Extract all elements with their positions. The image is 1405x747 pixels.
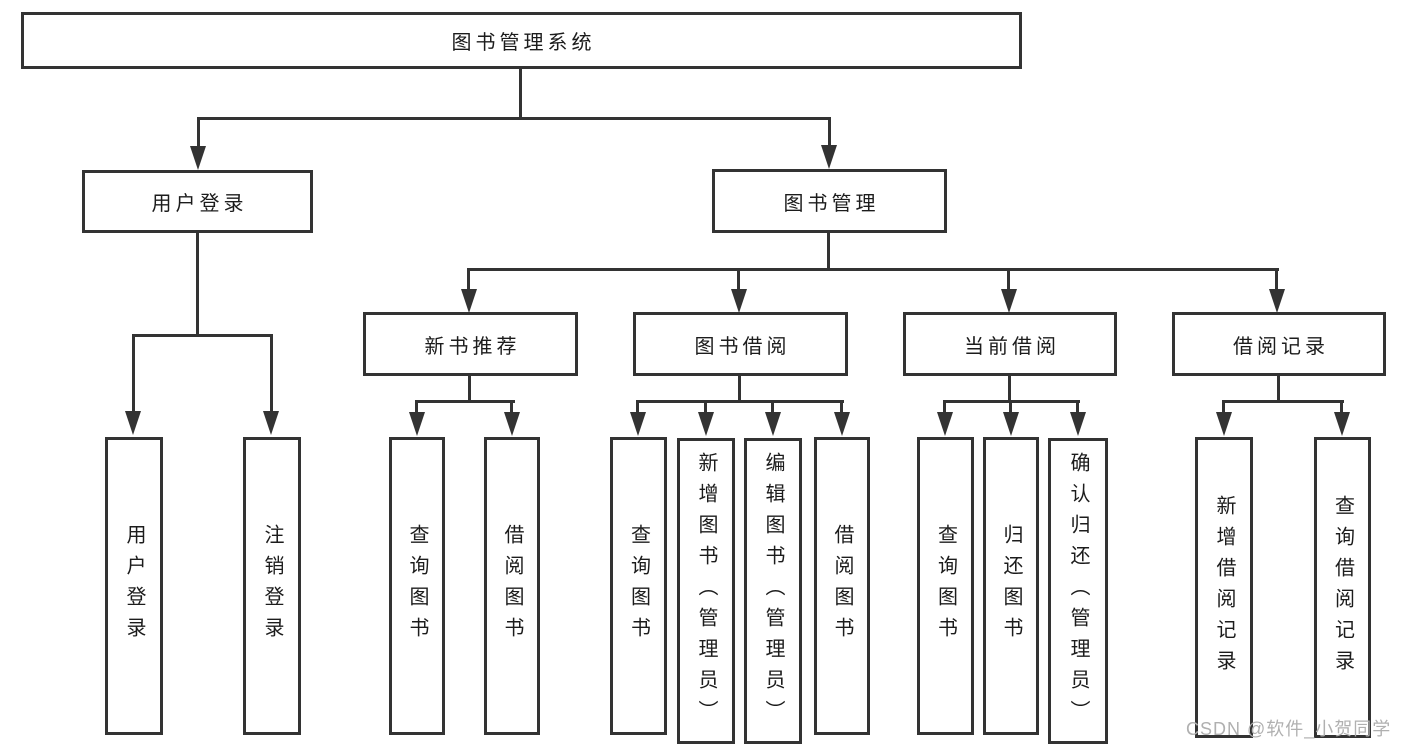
arrow-down-icon xyxy=(1269,289,1285,313)
connector-drop-leaf xyxy=(636,400,639,414)
leaf-bb-query-books-label: 查询图书 xyxy=(627,524,650,648)
arrow-down-icon xyxy=(409,412,425,436)
connector-book-borrow-bus xyxy=(636,400,844,403)
leaf-cb-query-books-label: 查询图书 xyxy=(934,524,957,648)
connector-drop-leaf xyxy=(415,400,418,414)
node-current-borrow-label: 当前借阅 xyxy=(964,335,1060,358)
connector-drop-leaf xyxy=(1009,400,1012,414)
arrow-down-icon xyxy=(1334,412,1350,436)
arrow-down-icon xyxy=(263,411,279,435)
node-root-label: 图书管理系统 xyxy=(451,32,596,54)
arrow-down-icon xyxy=(504,412,520,436)
connector-drop-leaf xyxy=(943,400,946,414)
connector-book-management-trunk xyxy=(827,233,830,271)
leaf-br-add-record-label: 新增借阅记录 xyxy=(1213,494,1235,681)
node-user-login: 用户登录 xyxy=(82,170,313,233)
leaf-logout: 注销登录 xyxy=(243,437,301,735)
leaf-nb-query-books-label: 查询图书 xyxy=(406,524,428,648)
leaf-bb-edit-books-admin: 编辑图书（管理员） xyxy=(744,438,802,744)
arrow-down-icon xyxy=(731,289,747,313)
leaf-cb-return-books-label: 归还图书 xyxy=(1000,524,1022,648)
leaf-cb-return-books: 归还图书 xyxy=(983,437,1039,735)
connector-book-borrow-trunk xyxy=(738,375,741,403)
arrow-down-icon xyxy=(1003,412,1019,436)
connector-drop-leaf xyxy=(704,400,707,414)
arrow-down-icon xyxy=(1001,289,1017,313)
node-user-login-label: 用户登录 xyxy=(151,193,248,215)
arrow-down-icon xyxy=(698,412,714,436)
leaf-nb-borrow-books: 借阅图书 xyxy=(484,437,540,735)
leaf-nb-borrow-books-label: 借阅图书 xyxy=(501,524,523,648)
leaf-br-query-record-label: 查询借阅记录 xyxy=(1331,494,1354,681)
connector-new-book-trunk xyxy=(468,375,471,403)
arrow-down-icon xyxy=(834,412,850,436)
connector-level3-bus xyxy=(467,268,1279,271)
node-book-borrow-label: 图书借阅 xyxy=(694,335,791,358)
leaf-bb-borrow-books-label: 借阅图书 xyxy=(831,524,853,648)
connector-current-borrow-trunk xyxy=(1008,375,1011,403)
connector-level2-bus xyxy=(197,117,831,120)
arrow-down-icon xyxy=(630,412,646,436)
connector-borrow-records-bus xyxy=(1222,400,1344,403)
connector-drop-current-borrow xyxy=(1007,268,1010,291)
leaf-bb-add-books-admin: 新增图书（管理员） xyxy=(677,438,735,744)
leaf-bb-borrow-books: 借阅图书 xyxy=(814,437,870,735)
connector-new-book-bus xyxy=(415,400,515,403)
connector-user-login-bus xyxy=(132,334,273,337)
node-current-borrow: 当前借阅 xyxy=(903,312,1117,376)
connector-root-trunk xyxy=(519,68,522,120)
node-book-borrow: 图书借阅 xyxy=(633,312,848,376)
connector-drop-book-borrow xyxy=(737,268,740,291)
connector-drop-leaf xyxy=(132,334,135,411)
arrow-down-icon xyxy=(765,412,781,436)
leaf-br-add-record: 新增借阅记录 xyxy=(1195,437,1253,738)
connector-drop-user-login xyxy=(197,117,200,148)
leaf-bb-edit-books-admin-label: 编辑图书（管理员） xyxy=(762,451,784,731)
connector-borrow-records-trunk xyxy=(1277,375,1280,403)
connector-drop-leaf xyxy=(1340,400,1343,414)
connector-user-login-trunk xyxy=(196,233,199,337)
node-new-book-recommend: 新书推荐 xyxy=(363,312,578,376)
connector-drop-book-management xyxy=(828,117,831,148)
connector-drop-leaf xyxy=(510,400,513,414)
arrow-down-icon xyxy=(937,412,953,436)
connector-drop-leaf xyxy=(771,400,774,414)
node-borrow-records: 借阅记录 xyxy=(1172,312,1386,376)
leaf-cb-query-books: 查询图书 xyxy=(917,437,974,735)
leaf-br-query-record: 查询借阅记录 xyxy=(1314,437,1371,738)
leaf-bb-query-books: 查询图书 xyxy=(610,437,667,735)
node-root: 图书管理系统 xyxy=(21,12,1022,69)
arrow-down-icon xyxy=(461,289,477,313)
arrow-down-icon xyxy=(125,411,141,435)
node-new-book-recommend-label: 新书推荐 xyxy=(424,335,521,358)
node-book-management: 图书管理 xyxy=(712,169,947,233)
connector-drop-leaf xyxy=(1076,400,1079,414)
node-book-management-label: 图书管理 xyxy=(783,192,880,215)
arrow-down-icon xyxy=(190,146,206,170)
leaf-user-login-label: 用户登录 xyxy=(123,524,145,648)
leaf-nb-query-books: 查询图书 xyxy=(389,437,445,735)
watermark: CSDN @软件_小贺同学 xyxy=(1186,719,1392,739)
arrow-down-icon xyxy=(1216,412,1232,436)
connector-drop-leaf xyxy=(840,400,843,414)
leaf-user-login: 用户登录 xyxy=(105,437,163,735)
connector-drop-borrow-records xyxy=(1275,268,1278,291)
node-borrow-records-label: 借阅记录 xyxy=(1233,335,1329,358)
connector-drop-new-book xyxy=(467,268,470,291)
leaf-cb-confirm-return-admin: 确认归还（管理员） xyxy=(1048,438,1108,744)
arrow-down-icon xyxy=(821,145,837,169)
connector-drop-leaf xyxy=(1222,400,1225,414)
leaf-logout-label: 注销登录 xyxy=(261,524,283,648)
leaf-bb-add-books-admin-label: 新增图书（管理员） xyxy=(695,451,717,731)
connector-drop-leaf xyxy=(270,334,273,411)
arrow-down-icon xyxy=(1070,412,1086,436)
leaf-cb-confirm-return-admin-label: 确认归还（管理员） xyxy=(1067,451,1089,731)
